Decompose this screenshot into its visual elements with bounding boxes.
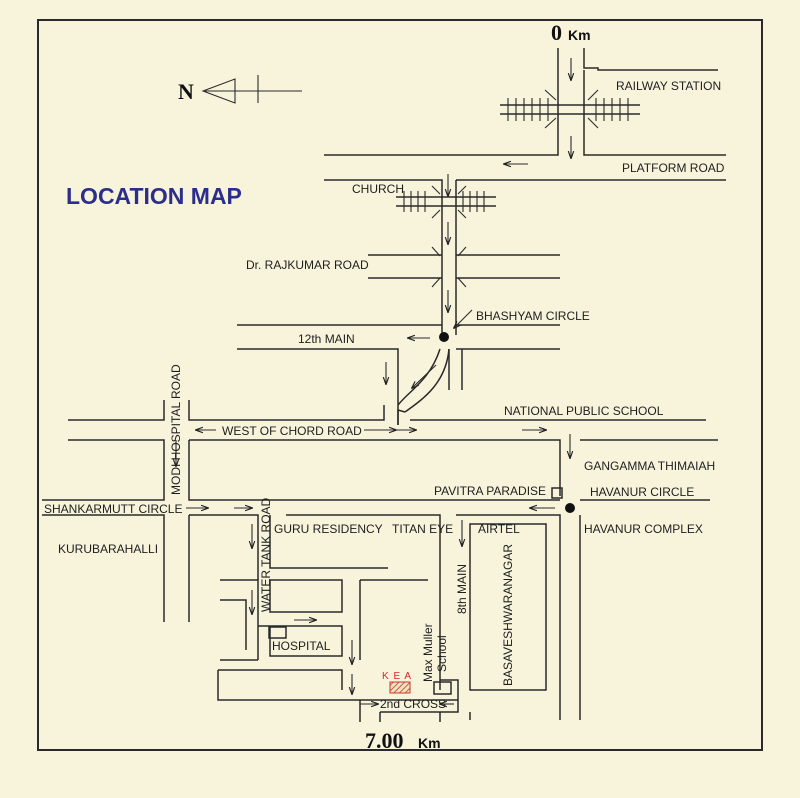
label-2nd-cross: 2nd CROSS [380, 697, 446, 711]
label-max-muller-1: Max Muller [421, 623, 435, 682]
label-railway-station: RAILWAY STATION [616, 79, 721, 93]
label-havanur-complex: HAVANUR COMPLEX [584, 522, 703, 536]
label-airtel: AIRTEL [478, 522, 520, 536]
road-network [42, 48, 726, 722]
havanur-circle-marker [565, 503, 575, 513]
label-titan-eye: TITAN EYE [392, 522, 453, 536]
bhashyam-circle-marker [439, 332, 449, 342]
label-national-public-school: NATIONAL PUBLIC SCHOOL [504, 404, 664, 418]
label-kurubarahalli: KURUBARAHALLI [58, 542, 158, 556]
label-platform-road: PLATFORM ROAD [622, 161, 725, 175]
label-max-muller-2: School [435, 635, 449, 672]
label-west-of-chord-road: WEST OF CHORD ROAD [222, 424, 362, 438]
label-12th-main: 12th MAIN [298, 332, 355, 346]
map-title: LOCATION MAP [66, 183, 242, 209]
label-church: CHURCH [352, 182, 404, 196]
label-hospital: HOSPITAL [272, 639, 331, 653]
label-gangamma-thimaiah: GANGAMMA THIMAIAH [584, 459, 715, 473]
map-frame [37, 19, 763, 751]
km-start-unit: Km [568, 27, 591, 43]
kea-label: K E A [382, 671, 412, 682]
km-start-value: 0 [551, 20, 562, 45]
km-start-marker: 0 Km [551, 20, 591, 45]
label-guru-residency: GURU RESIDENCY [274, 522, 383, 536]
km-end-value: 7.00 [365, 728, 404, 753]
north-label: N [178, 79, 194, 104]
label-basaveshwaranagar: BASAVESHWARANAGAR [501, 544, 515, 686]
label-modi-hospital-road: MODI HOSPITAL ROAD [169, 364, 183, 495]
label-bhashyam-circle: BHASHYAM CIRCLE [476, 309, 590, 323]
kea-building-icon [389, 681, 411, 694]
label-8th-main: 8th MAIN [455, 564, 469, 614]
label-havanur-circle: HAVANUR CIRCLE [590, 485, 694, 499]
km-end-unit: Km [418, 735, 441, 751]
km-end-marker: 7.00 Km [365, 728, 441, 753]
label-water-tank-road: WATER TANK ROAD [259, 497, 273, 612]
label-shankarmutt-circle: SHANKARMUTT CIRCLE [44, 502, 182, 516]
direction-arrows [176, 58, 571, 704]
label-rajkumar-road: Dr. RAJKUMAR ROAD [246, 258, 369, 272]
label-pavitra-paradise: PAVITRA PARADISE [434, 484, 546, 498]
map-labels: RAILWAY STATION PLATFORM ROAD CHURCH Dr.… [44, 79, 725, 711]
north-arrow-icon: N [178, 75, 302, 104]
